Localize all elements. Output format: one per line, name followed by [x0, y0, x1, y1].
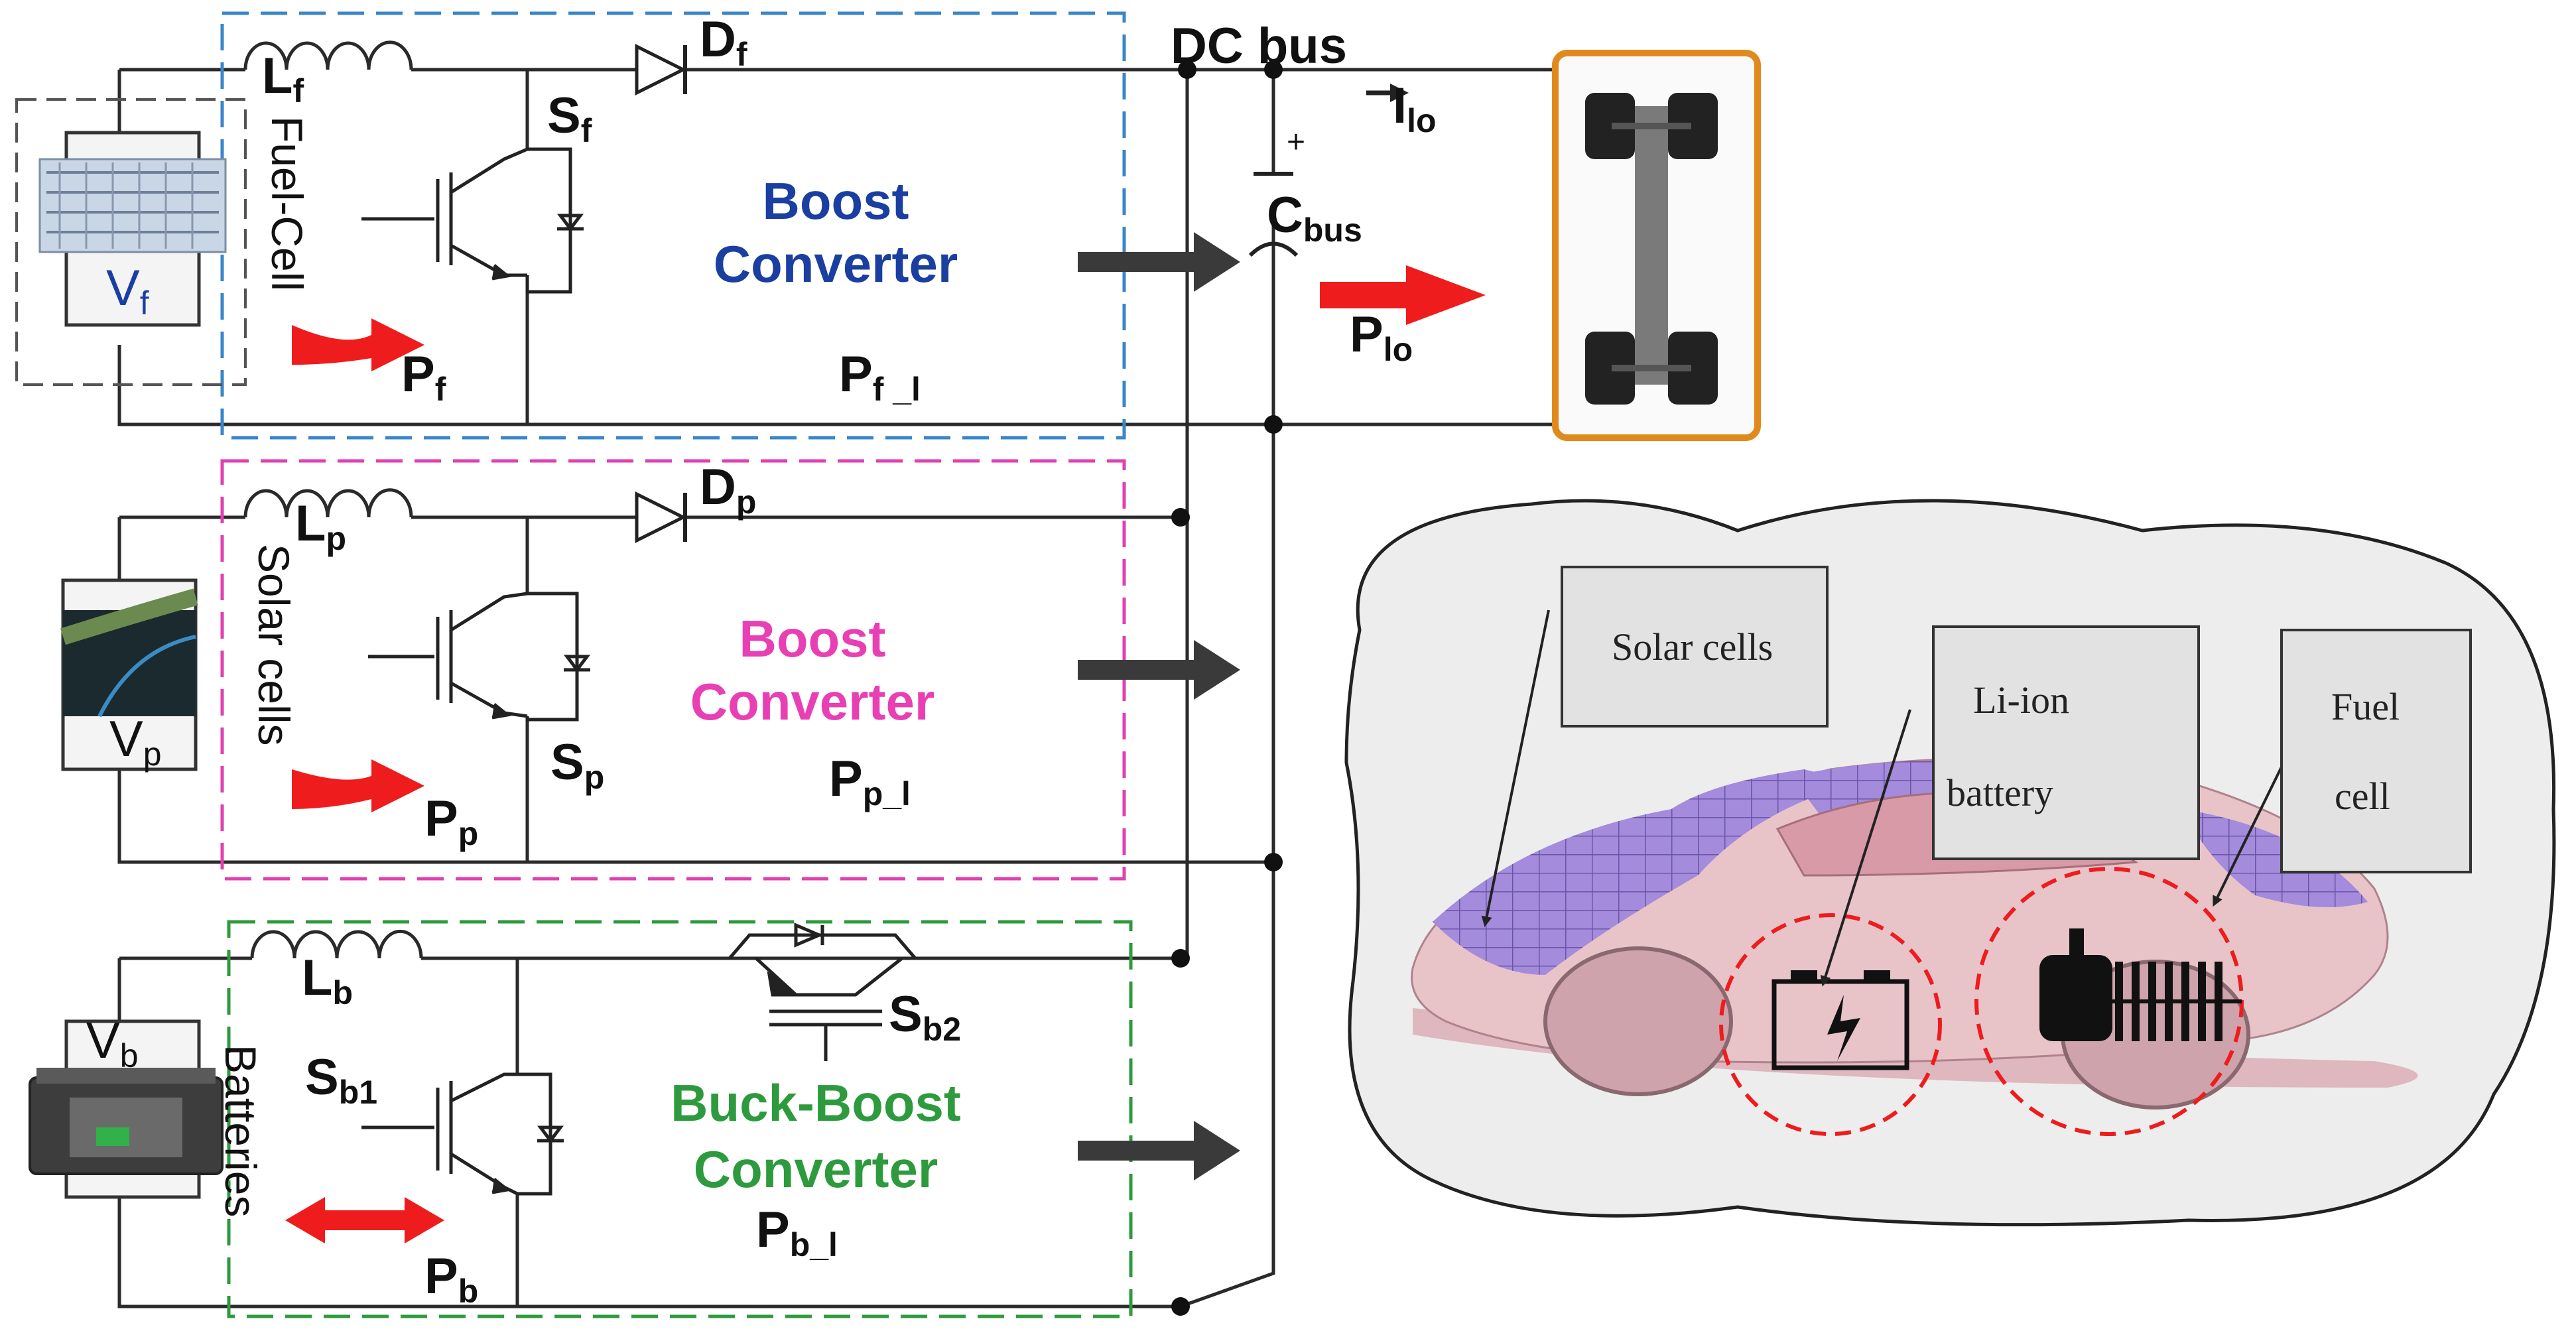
switch-sb2: [728, 922, 917, 1061]
car-front-wheel: [1543, 946, 1733, 1096]
battery-source-label: Batteries: [216, 1045, 265, 1217]
fuel-cell-stack-icon: [2039, 928, 2242, 1041]
fuel-cell-converter-box: [220, 11, 1126, 440]
power-arrows: [285, 265, 1486, 1243]
circuit-wiring: [117, 68, 1552, 1308]
vehicle-chassis-load: [1552, 50, 1761, 441]
label-power-pf: Pf: [401, 346, 446, 408]
fuel-cell-source-box: [15, 98, 247, 386]
switch-sb1: [361, 1072, 564, 1196]
fuel-converter-title-1: Boost: [763, 172, 909, 230]
label-power-pb: Pb: [424, 1248, 478, 1310]
converter-flow-arrows: [1078, 84, 1409, 1180]
label-power-pp-l: Pp_l: [829, 751, 911, 812]
callout-box-battery: [1932, 625, 2200, 860]
label-power-plo: Plo: [1350, 306, 1413, 368]
label-switch-sf: Sf: [547, 88, 592, 149]
callout-fuel-line1: Fuel: [2331, 685, 2400, 728]
label-battery-vb: Vb: [86, 1013, 139, 1074]
label-diode-df: Df: [700, 11, 747, 73]
label-fuel-vf: Vf: [106, 260, 149, 322]
power-arrow-pp: [292, 759, 424, 812]
callout-battery-line1: Li-ion: [1973, 678, 2069, 722]
label-power-pb-l: Pb_l: [756, 1202, 838, 1263]
fuel-cell-source-icon: [38, 131, 227, 327]
label-capacitor-cbus: Cbus: [1267, 187, 1362, 249]
power-arrow-plo: [1320, 265, 1486, 325]
label-inductor-lf: Lf: [262, 48, 304, 109]
flow-arrow-solar: [1078, 640, 1240, 700]
inductor-coils: [243, 40, 423, 959]
label-inductor-lp: Lp: [295, 495, 346, 557]
car-solar-panels: [1433, 769, 1857, 975]
battery-source-icon: [29, 1019, 224, 1199]
label-solar-vp: Vp: [109, 711, 162, 773]
battery-highlight-circle: [1719, 913, 1942, 1136]
car-callouts: Solar cells Li-ion battery Fuel cell: [1481, 566, 2472, 987]
capacitor-cbus: [1248, 172, 1299, 257]
car-rear-panels: [2182, 809, 2368, 907]
battery-converter-box: [227, 920, 1133, 1318]
power-arrow-pb: [285, 1197, 444, 1243]
solar-source-label: Solar cells: [249, 544, 298, 745]
li-ion-battery-icon: [1771, 970, 1909, 1070]
label-cap-plus: +: [1287, 125, 1305, 160]
label-switch-sb1: Sb1: [305, 1049, 377, 1111]
flow-arrow-fuel: [1078, 232, 1240, 292]
solar-converter-box: [220, 459, 1126, 881]
label-inductor-lb: Lb: [302, 950, 353, 1011]
diode-dp: [635, 491, 687, 544]
battery-converter-title-1: Buck-Boost: [671, 1074, 961, 1132]
solar-panel-source-icon: [60, 578, 198, 771]
callout-solar-label: Solar cells: [1612, 625, 1773, 668]
label-diode-dp: Dp: [700, 459, 756, 521]
callout-box-fuel-cell: [2280, 629, 2472, 873]
switch-sp: [368, 592, 590, 722]
label-switch-sp: Sp: [550, 734, 604, 796]
flow-arrow-battery: [1078, 1121, 1240, 1180]
switch-sf: [361, 147, 584, 294]
solar-converter-title-2: Converter: [690, 672, 934, 731]
power-arrow-pf: [292, 318, 424, 371]
label-dc-bus: DC bus: [1171, 18, 1347, 74]
label-current-ilo: Ilo: [1393, 78, 1437, 139]
fuel-cell-source-label: Fuel-Cell: [263, 116, 312, 291]
bus-junction-dots: [1171, 60, 1283, 1316]
label-power-pp: Pp: [424, 791, 478, 852]
battery-converter-title-2: Converter: [694, 1140, 938, 1198]
label-power-pf-l: Pf _l: [839, 346, 921, 408]
solar-converter-title-1: Boost: [740, 609, 886, 668]
callout-battery-line2: battery: [1947, 771, 2053, 814]
label-switch-sb2: Sb2: [889, 986, 961, 1048]
diode-df: [635, 43, 687, 96]
callout-box-solar: [1561, 566, 1829, 728]
callout-fuel-line2: cell: [2335, 775, 2390, 818]
fuel-converter-title-2: Converter: [714, 235, 958, 293]
